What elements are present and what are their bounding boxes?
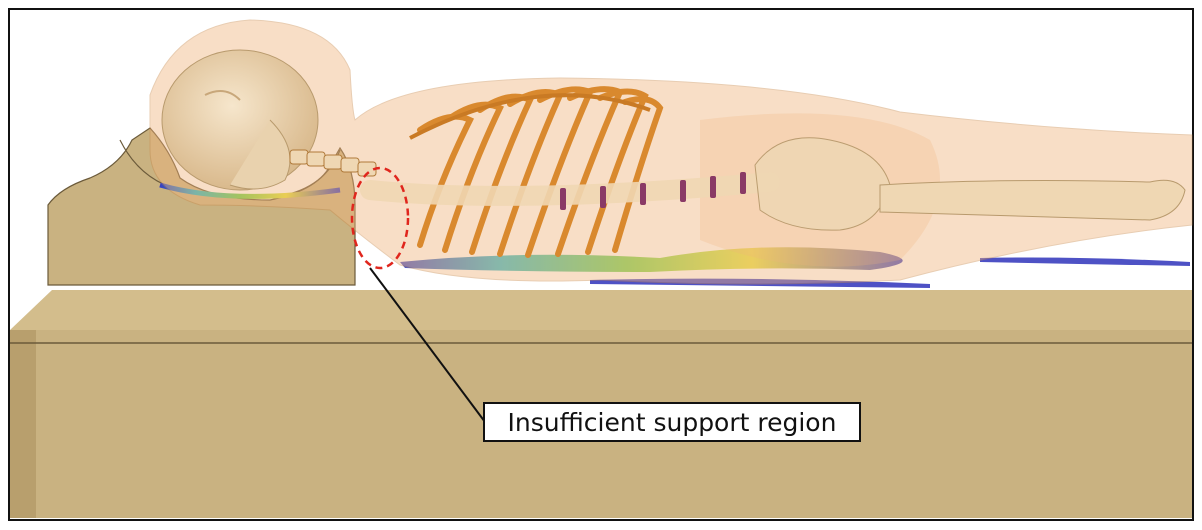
mattress	[10, 290, 1192, 518]
insufficient-support-ellipse	[350, 166, 410, 270]
mattress-corner	[10, 330, 36, 518]
mattress-top	[10, 290, 1192, 330]
pillow	[47, 127, 356, 286]
pelvis-femur	[754, 137, 1186, 231]
annotation-label: Insufficient support region	[483, 402, 861, 442]
cervical-spine	[289, 149, 377, 177]
pressure-map	[400, 247, 1190, 288]
skull	[161, 49, 319, 191]
rib-cage	[417, 86, 664, 258]
annotation-leader-line	[369, 267, 486, 423]
thoracic-spine	[360, 172, 780, 210]
body-silhouette	[149, 19, 1193, 285]
sternum	[409, 93, 651, 140]
